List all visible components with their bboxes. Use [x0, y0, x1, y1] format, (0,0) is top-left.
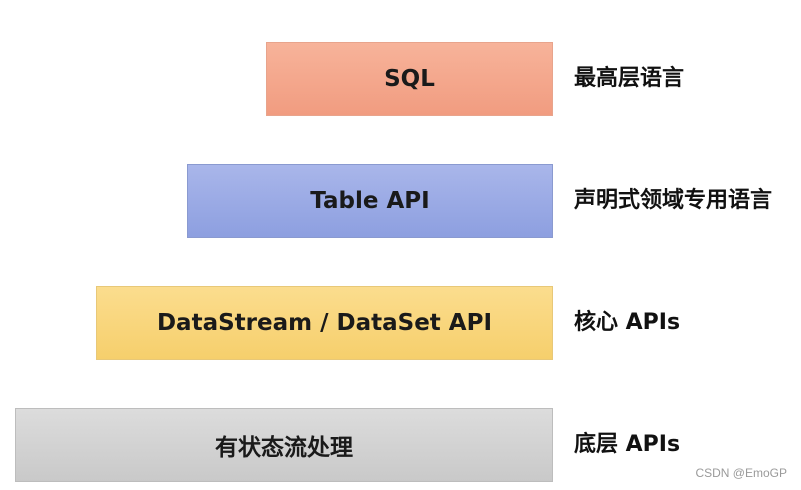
layer-description-table-api: 声明式领域专用语言 [574, 188, 773, 213]
layer-label-sql: SQL [384, 66, 435, 92]
layer-box-sql: SQL [266, 42, 553, 116]
layer-description-core-apis: 核心 APIs [574, 310, 681, 335]
layer-box-datastream-api: DataStream / DataSet API [96, 286, 553, 360]
layer-description-low-level-apis: 底层 APIs [574, 432, 681, 457]
layer-label-datastream-api: DataStream / DataSet API [156, 310, 493, 336]
layer-box-stateful-stream-processing: 有状态流处理 [15, 408, 553, 482]
layer-description-sql: 最高层语言 [574, 66, 685, 91]
layer-label-table-api: Table API [310, 188, 430, 214]
layer-box-table-api: Table API [187, 164, 553, 238]
layer-label-stateful-stream-processing: 有状态流处理 [215, 435, 353, 461]
watermark: CSDN @EmoGP [695, 466, 787, 480]
